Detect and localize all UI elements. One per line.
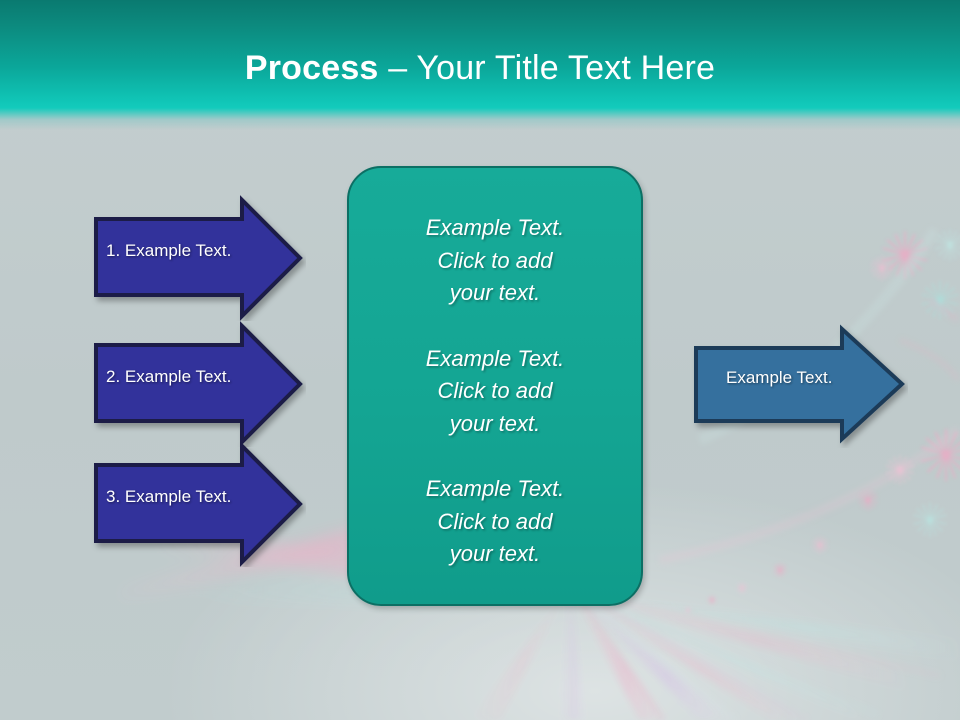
process-center-content-box[interactable]: Example Text. Click to add your text. Ex… [347,166,643,606]
page-title: Process – Your Title Text Here [0,48,960,88]
page-title-rest: – Your Title Text Here [378,49,716,87]
process-step-arrow-3[interactable]: 3. Example Text. [90,441,306,567]
arrow-right-shape-icon [94,441,303,567]
center-box-text-block-2: Example Text. Click to add your text. [425,345,565,436]
arrow-right-shape-icon [694,324,905,444]
process-step-arrow-1[interactable]: 1. Example Text. [90,195,306,321]
center-box-text-block-1: Example Text. Click to add your text. [425,215,565,305]
arrow-right-shape-icon [94,195,303,321]
center-box-text-block-3: Example Text. Click to add your text. [425,476,565,566]
slide-header-band [0,0,960,130]
process-output-arrow[interactable]: Example Text. [690,320,908,448]
process-step-arrow-2[interactable]: 2. Example Text. [90,321,306,447]
page-title-bold: Process [244,49,379,87]
arrow-right-shape-icon [94,321,303,447]
